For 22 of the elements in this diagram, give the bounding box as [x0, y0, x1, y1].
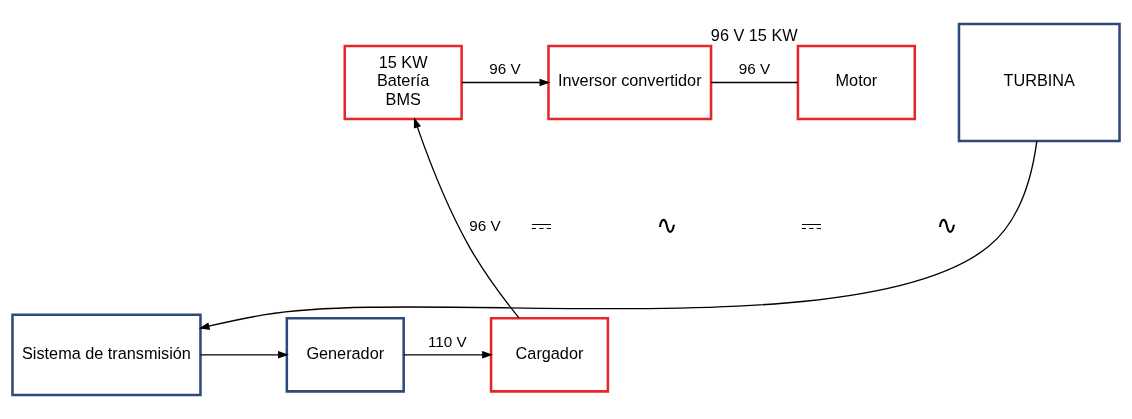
node-box: TURBINA: [957, 22, 1121, 143]
edge-label: 96 V: [489, 60, 521, 78]
arrow: [461, 78, 551, 87]
node-label: 96 V 15 KW: [710, 25, 798, 44]
node-box: Inversor convertidor: [547, 44, 713, 121]
node-box: Generador: [285, 316, 405, 393]
node-box: Cargador: [489, 316, 610, 393]
label: ∿: [656, 210, 679, 241]
node-box: Motor: [796, 44, 917, 121]
edge-label: 110 V: [428, 332, 467, 350]
edge-label: 96 V: [469, 217, 501, 235]
node-box: 15 KW Batería BMS: [343, 44, 463, 121]
label: ∿: [935, 210, 958, 241]
arrow: [198, 140, 1038, 330]
node-box: Sistema de transmisión: [11, 313, 202, 397]
arrow: [413, 117, 520, 319]
connector: [710, 81, 799, 84]
edge-label: 96 V: [738, 60, 771, 78]
arrow: [403, 351, 493, 359]
label: ⎓: [530, 210, 552, 241]
arrow: [200, 351, 289, 359]
label: ⎓: [801, 210, 823, 241]
